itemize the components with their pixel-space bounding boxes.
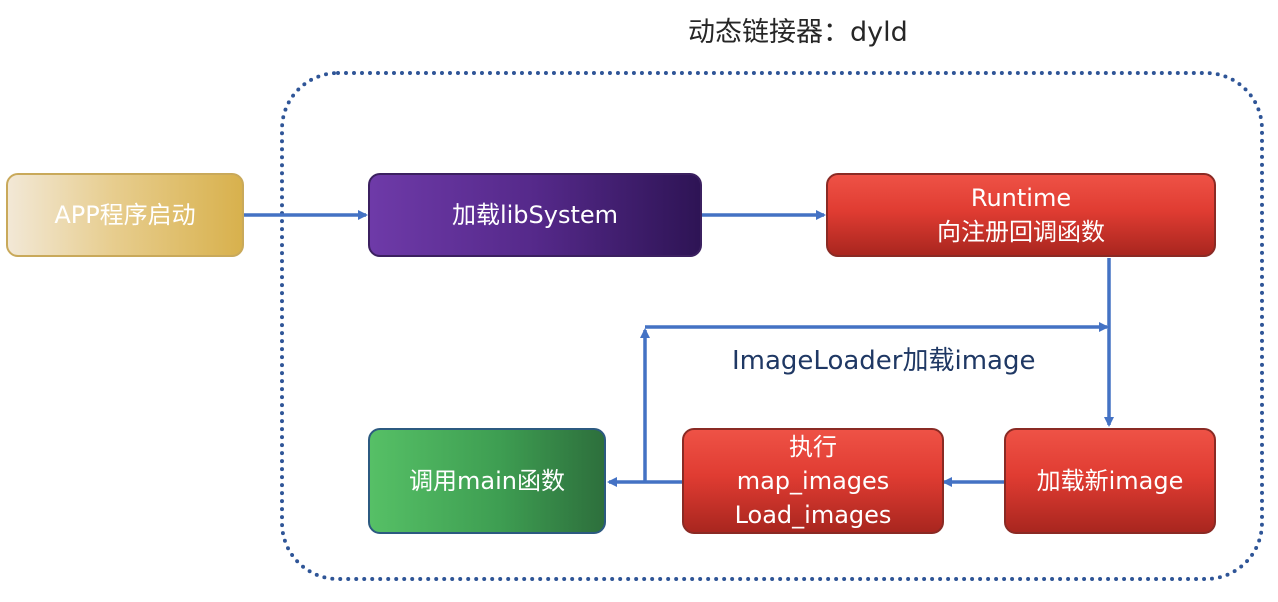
node-load-new-image-label: 加载新image: [1036, 467, 1184, 495]
node-load-libsystem: 加载libSystem: [368, 173, 702, 257]
node-app-start-label: APP程序启动: [54, 201, 196, 229]
node-load-new-image: 加载新image: [1004, 428, 1216, 534]
node-execute-line1: 执行: [789, 433, 837, 461]
node-execute-line2: map_images: [736, 467, 890, 495]
dyld-container: [280, 71, 1264, 581]
node-runtime: Runtime 向注册回调函数: [826, 173, 1216, 257]
node-load-libsystem-label: 加载libSystem: [451, 201, 619, 229]
node-call-main-label: 调用main函数: [409, 467, 565, 495]
node-execute-line3: Load_images: [734, 501, 892, 529]
node-execute: 执行 map_images Load_images: [682, 428, 944, 534]
node-app-start: APP程序启动: [6, 173, 244, 257]
image-loader-caption: ImageLoader加载image: [732, 346, 1036, 376]
diagram-title: 动态链接器：dyld: [688, 17, 908, 48]
node-call-main: 调用main函数: [368, 428, 606, 534]
node-runtime-line1: Runtime: [970, 184, 1072, 212]
node-runtime-line2: 向注册回调函数: [937, 218, 1105, 246]
